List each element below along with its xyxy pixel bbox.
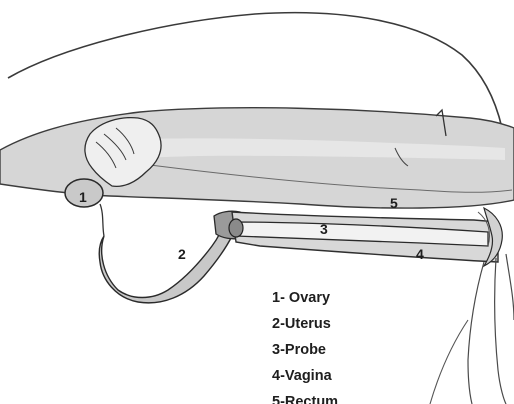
legend-item-probe: 3-Probe: [272, 342, 326, 358]
leg-outline: [430, 320, 468, 404]
legend: 1- Ovary 2-Uterus 3-Probe 4-Vagina 5-Rec…: [272, 290, 338, 404]
label-vagina: 4: [416, 246, 424, 262]
uterus-shape: [99, 222, 232, 303]
label-rectum: 5: [390, 195, 398, 211]
tail-lines: [468, 254, 514, 404]
probe-tip: [229, 219, 243, 237]
legend-item-uterus: 2-Uterus: [272, 316, 331, 332]
legend-item-ovary: 1- Ovary: [272, 290, 330, 306]
legend-item-vagina: 4-Vagina: [272, 368, 333, 384]
label-ovary: 1: [79, 189, 87, 205]
oviduct-line: [100, 204, 104, 236]
legend-item-rectum: 5-Rectum: [272, 394, 338, 404]
label-uterus: 2: [178, 246, 186, 262]
label-probe: 3: [320, 221, 328, 237]
